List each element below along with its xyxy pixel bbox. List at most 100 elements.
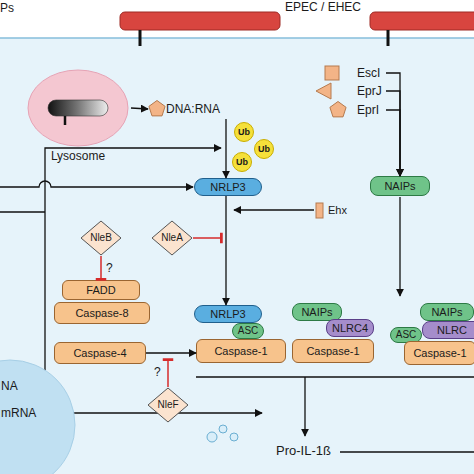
node-label: NleB [90, 233, 112, 243]
protein-box: FADD [62, 280, 140, 300]
effector-diamond: NleA [151, 220, 193, 256]
protein-box: NLRC [422, 321, 474, 339]
connector-arrow [146, 352, 196, 353]
connector-arrow [131, 108, 148, 109]
signal-arrow [304, 377, 305, 436]
secretion-needle [387, 30, 390, 46]
cropped-label: Ps [0, 2, 14, 14]
node-label: NAIPs [384, 181, 415, 192]
node-label: NLRC4 [332, 323, 368, 334]
inhibition-line [167, 359, 169, 387]
protein-box: NAIPs [420, 303, 474, 321]
node-label: Caspase-1 [214, 346, 267, 357]
circle-outline [255, 140, 274, 159]
node-label: NRLP3 [210, 309, 245, 320]
secretion-needle [139, 30, 142, 46]
square-icon [325, 66, 339, 80]
bacterium-rod [48, 100, 108, 116]
signal-line [0, 211, 45, 212]
node-label: NAIPs [431, 307, 462, 318]
node-label: EprJ [357, 85, 382, 97]
toxin-bar [316, 203, 323, 218]
edge-label: ? [106, 262, 113, 274]
pentagon-icon [149, 101, 165, 116]
signal-line [340, 451, 474, 452]
node-label: ASC [396, 330, 417, 340]
node-label: Ehx [328, 205, 347, 216]
signal-arrow [399, 197, 400, 296]
node-label: DNA:RNA [166, 103, 220, 115]
ligand-icon: EprI [326, 100, 386, 120]
nucleus-outline [0, 360, 75, 474]
node-label: Caspase-8 [75, 308, 128, 319]
node-label: Ub [236, 158, 248, 167]
node-label: mRNA [1, 407, 36, 419]
diamond-outline [152, 221, 192, 255]
connector-arrow [386, 91, 400, 176]
node-label: NRLP3 [210, 182, 245, 193]
question-mark: ? [154, 366, 161, 378]
connector-arrow [100, 256, 102, 280]
ubiquitin-circle: Ub [232, 152, 252, 172]
protein-box: Caspase-8 [54, 302, 150, 324]
node-label: NleA [161, 233, 183, 243]
ubiquitin-circle: Ub [254, 139, 274, 159]
circle-outline [235, 123, 254, 142]
nucleus-circle: NA mRNA [0, 360, 75, 474]
node-label: Caspase-1 [413, 348, 466, 359]
protein-box: ASC [232, 323, 264, 339]
protein-box: Caspase-4 [54, 342, 146, 364]
bacterium-bar [370, 12, 474, 30]
cytokine-dot [230, 433, 238, 441]
node-label: NAIPs [301, 307, 332, 318]
protein-box: NAIPs [370, 176, 430, 196]
toxin-icon: Ehx [316, 202, 354, 219]
node-label: NLRC [437, 325, 467, 336]
ligand-icon: DNA:RNA [148, 99, 232, 119]
connector-arrow [225, 119, 226, 178]
node-label: ASC [238, 326, 259, 336]
protein-box: Caspase-1 [196, 339, 286, 363]
cell-membrane [0, 37, 474, 39]
ligand-icon: EprJ [312, 82, 386, 100]
circle-outline [233, 153, 252, 172]
protein-box: Caspase-1 [404, 341, 474, 365]
cytokine-dot [207, 432, 217, 442]
connector-arrow [386, 110, 400, 176]
node-label: Ub [238, 128, 250, 137]
organelle-shape: Lysosome [25, 62, 131, 162]
node-label: EprI [357, 104, 379, 116]
node-label: Caspase-1 [306, 346, 359, 357]
ligand-icon: EscI [322, 64, 386, 82]
node-label: Caspase-4 [73, 348, 126, 359]
pathogen-label: EPEC / EHEC [285, 1, 361, 13]
signal-arrow [0, 181, 193, 187]
diamond-outline [148, 388, 188, 422]
node-label: Lysosome [25, 150, 131, 162]
cytokine-label: Pro-IL-1ß [276, 444, 331, 457]
triangle-icon [316, 83, 331, 99]
inhibition-line [193, 237, 222, 239]
protein-box: Caspase-1 [292, 339, 374, 363]
protein-box: NLRC4 [326, 319, 374, 337]
shape-outline [25, 62, 131, 162]
ubiquitin-circle: Ub [234, 122, 254, 142]
lysosome-outline [28, 70, 128, 146]
signal-line [196, 376, 474, 377]
signal-arrow [234, 209, 314, 210]
connector-arrow [386, 73, 400, 176]
cytokine-dot [219, 425, 227, 433]
node-label: NleF [157, 400, 178, 410]
effector-diamond: NleB [80, 220, 122, 256]
node-label: EscI [357, 67, 380, 79]
diamond-outline [81, 221, 121, 255]
bacterium-bar [120, 12, 280, 30]
protein-box: NRLP3 [194, 178, 262, 196]
effector-diamond: NleF [147, 387, 189, 423]
connector-arrow [225, 196, 226, 305]
node-label: NA [1, 380, 18, 392]
pentagon-icon [330, 102, 346, 117]
node-label: FADD [86, 285, 115, 296]
bacterium-needle [64, 116, 67, 125]
